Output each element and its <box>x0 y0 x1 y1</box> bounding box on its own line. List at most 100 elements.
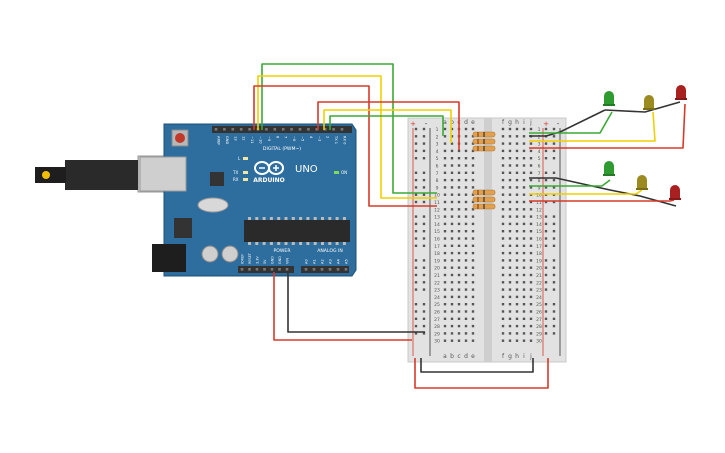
header-pin <box>270 268 274 271</box>
led-green-top <box>603 91 615 106</box>
breadboard-hole <box>522 237 526 240</box>
rail-hole <box>414 186 418 189</box>
breadboard-hole <box>457 237 461 240</box>
breadboard-hole <box>529 186 533 189</box>
rail-hole <box>552 266 556 269</box>
rail-hole <box>422 288 426 291</box>
row-number: 18 <box>434 251 440 257</box>
header-pin <box>273 128 277 131</box>
rail-hole <box>414 281 418 284</box>
breadboard-hole <box>443 222 447 226</box>
breadboard-hole <box>450 171 454 174</box>
led-green-bottom <box>603 161 615 176</box>
usb-cable <box>35 167 66 183</box>
onboard-on-label: ON <box>341 170 347 175</box>
row-number: 27 <box>434 317 440 323</box>
breadboard-hole <box>501 266 505 269</box>
breadboard-hole <box>443 332 447 335</box>
column-letter: g <box>508 353 512 360</box>
rail-hole <box>422 303 426 306</box>
digital-pin-label: ~3 <box>317 136 321 141</box>
header-pin <box>248 128 251 131</box>
rail-hole <box>422 237 426 240</box>
row-number: 17 <box>434 244 440 250</box>
onboard-l-label: L <box>238 156 241 161</box>
rail-plus-right: + <box>543 120 549 128</box>
breadboard-hole <box>529 332 533 335</box>
rail-hole <box>544 215 548 218</box>
row-number: 11 <box>536 200 542 206</box>
row-number: 23 <box>434 288 440 294</box>
wire-yellow-led-top <box>529 111 656 142</box>
resistor-6 <box>472 203 496 210</box>
row-number: 8 <box>436 178 439 184</box>
breadboard-hole <box>464 339 468 342</box>
arduino-logo <box>254 161 284 175</box>
header-pin <box>315 128 319 131</box>
breadboard-hole <box>443 244 447 247</box>
rail-hole <box>422 222 426 226</box>
breadboard-hole <box>501 310 505 313</box>
bottom-header-pins <box>240 268 348 271</box>
breadboard-hole <box>471 310 475 313</box>
rail-hole <box>552 259 556 262</box>
rail-hole <box>544 317 548 320</box>
row-number: 10 <box>536 193 542 199</box>
rail-hole <box>414 230 418 233</box>
breadboard-hole <box>464 251 468 255</box>
breadboard-hole <box>522 266 526 269</box>
rail-hole <box>552 332 556 335</box>
resistor-4 <box>472 189 496 196</box>
breadboard-hole <box>450 288 454 291</box>
breadboard-hole <box>508 273 512 277</box>
breadboard-holes <box>414 127 556 342</box>
breadboard-hole <box>522 303 526 306</box>
analog-header <box>301 266 349 273</box>
capacitor-1 <box>201 245 219 263</box>
breadboard-hole <box>529 230 533 233</box>
breadboard-hole <box>501 237 505 240</box>
row-number: 12 <box>434 207 440 213</box>
breadboard-hole <box>522 339 526 342</box>
rail-hole <box>552 288 556 291</box>
rail-hole <box>422 266 426 269</box>
breadboard-hole <box>508 208 512 211</box>
breadboard-hole <box>522 135 526 138</box>
breadboard-hole <box>443 215 447 218</box>
rail-hole <box>422 281 426 284</box>
breadboard-hole <box>471 127 475 131</box>
breadboard-hole <box>508 127 512 131</box>
rail-hole <box>414 288 418 291</box>
wires <box>253 63 686 389</box>
row-number: 25 <box>536 302 542 308</box>
rail-hole <box>544 149 548 153</box>
breadboard-hole <box>464 164 468 167</box>
breadboard-hole <box>508 332 512 335</box>
breadboard-hole <box>471 200 475 204</box>
breadboard-hole <box>464 215 468 218</box>
breadboard-hole <box>515 295 519 299</box>
breadboard-hole <box>443 186 447 189</box>
breadboard-hole <box>464 149 468 153</box>
rail-hole <box>422 273 426 277</box>
row-number: 20 <box>434 266 440 272</box>
rail-hole <box>414 127 418 131</box>
led-yellow-bottom <box>636 175 648 190</box>
row-number: 16 <box>434 237 440 243</box>
breadboard-hole <box>522 230 526 233</box>
header-pin <box>323 128 327 131</box>
column-letter: a <box>443 119 447 126</box>
rail-hole <box>544 222 548 226</box>
breadboard-hole <box>457 171 461 174</box>
breadboard-hole <box>443 142 447 145</box>
column-letter: g <box>508 119 512 126</box>
breadboard-hole <box>522 178 526 182</box>
breadboard-hole <box>450 149 454 153</box>
header-pin <box>332 128 335 131</box>
rail-hole <box>552 303 556 306</box>
breadboard-hole <box>464 281 468 284</box>
digital-pin-label: AREF <box>217 136 221 145</box>
breadboard-hole <box>443 164 447 167</box>
breadboard-hole <box>515 237 519 240</box>
onboard-led-tx <box>243 171 248 174</box>
